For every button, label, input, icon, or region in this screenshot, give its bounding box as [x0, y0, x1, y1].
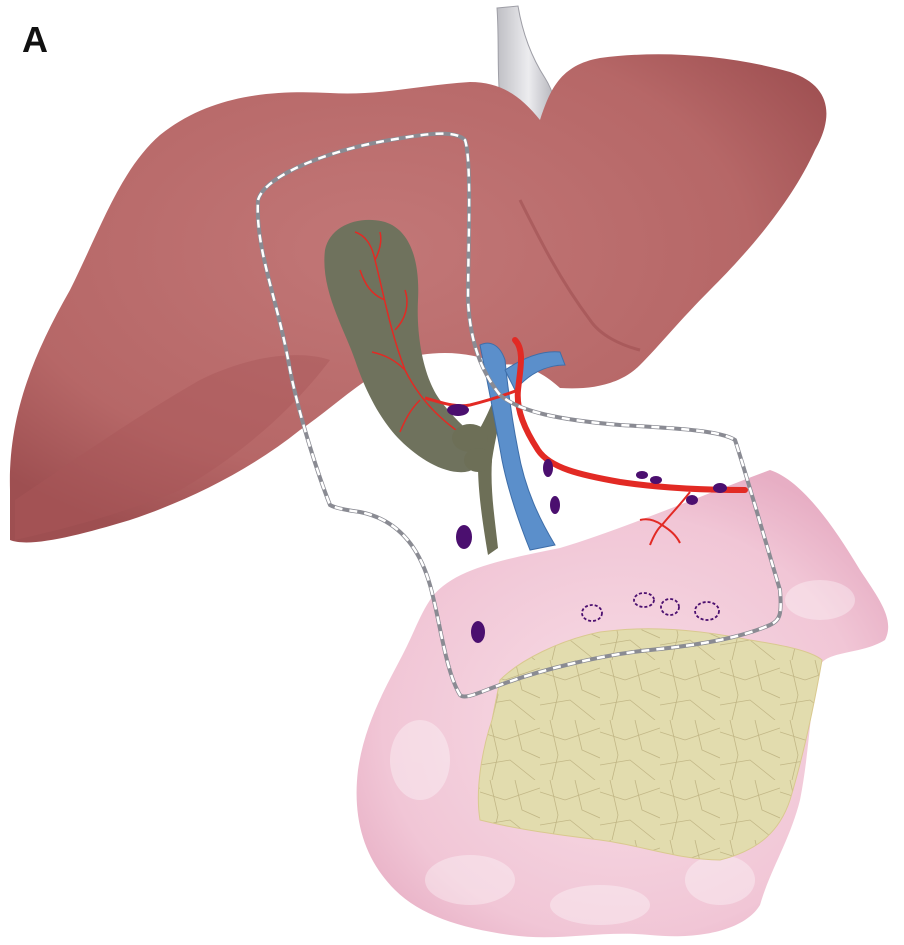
lymph-node [650, 476, 662, 484]
lymph-nodes [447, 404, 727, 643]
lymph-node [543, 459, 553, 477]
artery-branch-cystic [424, 388, 519, 408]
lymph-node-outline [581, 604, 603, 622]
lymph-node-outline [633, 592, 655, 608]
lymph-node [713, 483, 727, 493]
hepatic-artery [512, 337, 748, 493]
dashed-lymph-nodes [581, 592, 720, 622]
liver-fissure [518, 199, 641, 352]
cystic-duct-junction [452, 424, 488, 452]
duct-bulb [464, 448, 492, 472]
lymph-node [686, 495, 698, 505]
lymph-node [456, 525, 472, 549]
pancreas-region [477, 628, 823, 861]
gallbladder-artery-branches [354, 231, 471, 441]
lymph-node [447, 404, 469, 416]
artery-branch-gastric [639, 491, 691, 546]
liver [9, 54, 827, 543]
gallbladder [324, 219, 482, 473]
liver-lower-lobe-shading [15, 355, 330, 540]
lymph-node [550, 496, 560, 514]
lymph-node [636, 471, 648, 479]
lymph-node-outline [660, 598, 680, 616]
omentum-texture [390, 580, 855, 925]
resection-margin-inner [256, 132, 782, 698]
panel-label: A [22, 19, 48, 60]
lymph-node-outline [694, 601, 720, 621]
lymph-node [471, 621, 485, 643]
